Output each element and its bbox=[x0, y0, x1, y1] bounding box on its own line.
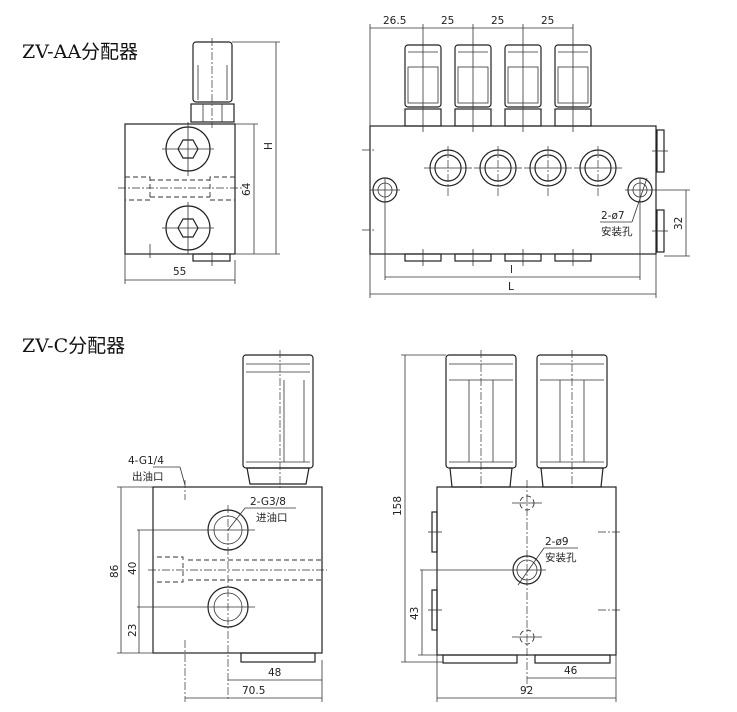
hole-name: 安装孔 bbox=[545, 551, 577, 564]
inlet-name: 进油口 bbox=[256, 511, 288, 524]
title-zv-aa: ZV-AA分配器 bbox=[22, 41, 138, 63]
dim-h: H bbox=[263, 142, 275, 150]
cartridge bbox=[445, 350, 517, 490]
dim-92: 92 bbox=[520, 685, 533, 697]
dim-70-5: 70.5 bbox=[242, 685, 265, 697]
title-zv-c: ZV-C分配器 bbox=[22, 335, 125, 357]
dim-l: l bbox=[510, 264, 513, 276]
pitch-dim: 26.5 bbox=[383, 15, 406, 27]
dim-55: 55 bbox=[173, 266, 186, 278]
inlet-spec: 2-G3/8 bbox=[250, 496, 286, 508]
hole-spec: 2-ø9 bbox=[545, 536, 569, 548]
zv-aa-front-view: 2-ø7 安装孔 32 l L 26.5 25 25 25 bbox=[362, 15, 690, 298]
hole-spec: 2-ø7 bbox=[601, 210, 625, 222]
dim-64: 64 bbox=[241, 182, 253, 196]
dim-32: 32 bbox=[673, 217, 685, 230]
dim-43: 43 bbox=[409, 607, 421, 620]
cartridge bbox=[504, 24, 542, 132]
pitch-dim: 25 bbox=[441, 15, 454, 27]
cartridge-nut bbox=[540, 467, 604, 488]
dim-158: 158 bbox=[392, 496, 404, 516]
dim-48: 48 bbox=[268, 667, 281, 679]
cartridge-nut bbox=[449, 467, 513, 488]
dim-86: 86 bbox=[109, 564, 121, 578]
hole-name: 安装孔 bbox=[601, 225, 633, 238]
dim-L: L bbox=[508, 281, 514, 293]
dim-46: 46 bbox=[564, 665, 578, 677]
zv-c-side-view: 4-G1/4 出油口 2-G3/8 进油口 86 40 23 48 70.5 bbox=[109, 350, 327, 702]
outlet-spec: 4-G1/4 bbox=[128, 455, 164, 467]
cartridge bbox=[554, 24, 592, 132]
cartridge bbox=[454, 24, 492, 132]
pitch-dim: 25 bbox=[541, 15, 554, 27]
pitch-dim: 25 bbox=[491, 15, 504, 27]
cartridge bbox=[404, 24, 442, 132]
dim-23: 23 bbox=[127, 624, 139, 637]
zv-aa-side-view: 64 H 55 bbox=[118, 38, 280, 284]
outlet-name: 出油口 bbox=[132, 470, 164, 483]
zv-c-front-view: 2-ø9 安装孔 158 43 46 92 bbox=[392, 350, 622, 702]
dim-40: 40 bbox=[127, 562, 139, 575]
cartridge bbox=[536, 350, 608, 490]
